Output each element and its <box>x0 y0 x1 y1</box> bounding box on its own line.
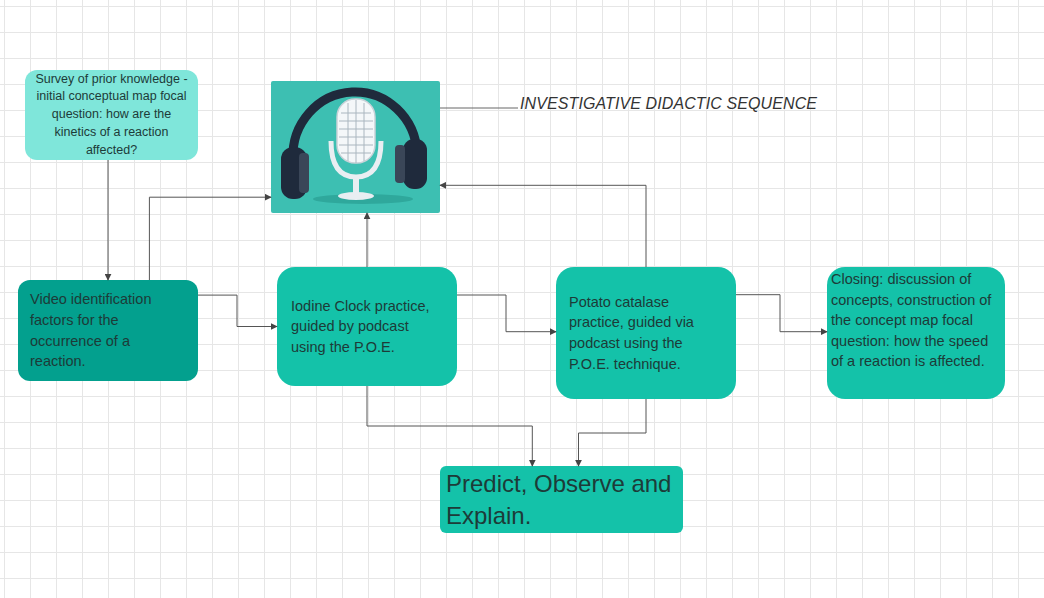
result-box: Predict, Observe and Explain. <box>440 466 683 533</box>
podcast-illustration <box>271 81 440 213</box>
box-text: Iodine Clock practice, guided by podcast… <box>291 296 443 358</box>
flow-arrow <box>367 386 532 466</box>
box-text: Potato catalase practice, guided via pod… <box>569 292 723 374</box>
mic-grille <box>339 100 373 163</box>
flow-arrow <box>198 295 277 326</box>
ear-pad <box>299 153 309 193</box>
note-box: Survey of prior knowledge - initial conc… <box>25 70 198 160</box>
mic-capsule <box>337 99 375 163</box>
flow-arrow <box>149 197 271 280</box>
leader-line <box>440 108 518 109</box>
flow-arrow <box>108 160 109 280</box>
flow-arrow <box>736 295 827 332</box>
flow-arrow <box>457 295 556 332</box>
box-text: Closing: discussion of concepts, constru… <box>831 269 1001 372</box>
process-box: Potato catalase practice, guided via pod… <box>556 267 736 399</box>
box-text: Predict, Observe and Explain. <box>446 468 677 533</box>
mic-base <box>338 192 374 200</box>
flow-arrow <box>579 399 647 466</box>
diagram-title: INVESTIGATIVE DIDACTIC SEQUENCE <box>520 95 817 113</box>
flow-arrow <box>440 185 646 267</box>
flow-arrow <box>367 213 368 267</box>
process-box: Iodine Clock practice, guided by podcast… <box>277 267 457 386</box>
box-text: Video identification factors for the occ… <box>30 289 186 371</box>
ear-pad <box>395 145 405 183</box>
ear-cup <box>403 139 427 189</box>
process-box: Closing: discussion of concepts, constru… <box>827 267 1005 399</box>
process-box: Video identification factors for the occ… <box>18 280 198 381</box>
box-text: Survey of prior knowledge - initial conc… <box>30 71 193 160</box>
